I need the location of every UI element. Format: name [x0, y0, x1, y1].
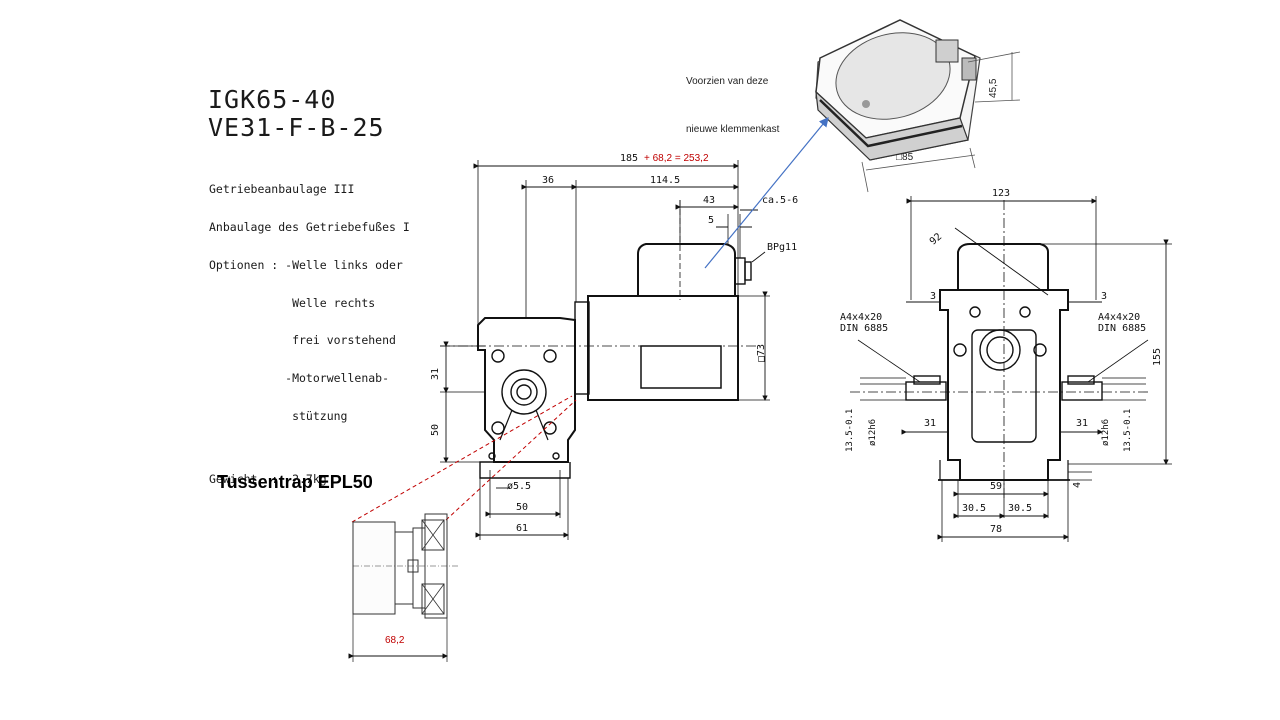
dim-31-right: 31 [1076, 418, 1089, 429]
side-view [440, 160, 770, 540]
spec-block: Getriebeanbaulage III Anbaulage des Getr… [209, 158, 410, 498]
dim-ca: ca.5-6 [762, 195, 799, 206]
dim-box-height: 45,5 [988, 78, 999, 98]
dim-114: 114.5 [650, 175, 681, 186]
note-text: Voorzien van deze nieuwe klemmenkast [686, 42, 779, 154]
dim-3-left: 3 [930, 291, 937, 302]
dim-shaft-right: ø12h6 [1101, 418, 1111, 446]
spec-line: stützung [209, 408, 348, 423]
dim-185: 185 [620, 153, 639, 164]
dim-added: + 68,2 = 253,2 [644, 153, 709, 164]
dim-61: 61 [516, 523, 529, 534]
dim-123: 123 [992, 188, 1011, 199]
dim-50-vertical: 50 [430, 423, 441, 436]
dim-box-width: □85 [896, 152, 914, 163]
key-left-2: DIN 6885 [840, 323, 889, 334]
dim-31: 31 [430, 367, 441, 380]
note-line-1: Voorzien van deze [686, 76, 769, 87]
dim-3-right: 3 [1101, 291, 1108, 302]
dim-5: 5 [708, 215, 715, 226]
dim-78: 78 [990, 524, 1003, 535]
dim-155: 155 [1152, 347, 1163, 366]
adapter-label: Tussentrap EPL50 [217, 472, 373, 492]
dim-59: 59 [990, 481, 1003, 492]
spec-line: -Motorwellenab- [209, 371, 390, 386]
dim-31-left: 31 [924, 418, 937, 429]
dim-30-5-right: 30.5 [1008, 503, 1033, 514]
terminal-box-render [815, 19, 1021, 193]
dim-4: 4 [1072, 481, 1083, 488]
dim-tol-left: 13.5-0.1 [845, 408, 855, 452]
adapter-drawing [348, 513, 460, 662]
dim-hole: ø5.5 [507, 481, 532, 492]
dim-73: □73 [756, 343, 767, 362]
dim-36: 36 [542, 175, 555, 186]
dim-bpg: BPg11 [767, 242, 798, 253]
spec-line: Gewicht : 2.7kg [209, 471, 327, 486]
model-line-2: VE31-F-B-25 [208, 113, 385, 142]
note-line-2: nieuwe klemmenkast [686, 124, 780, 135]
model-line-1: IGK65-40 [208, 85, 337, 114]
spec-line: Optionen : -Welle links oder [209, 257, 403, 272]
key-right-1: A4x4x20 [1098, 312, 1141, 323]
pointer-arrow [704, 117, 829, 269]
dim-tol-right: 13.5-0.1 [1123, 408, 1133, 452]
key-left-1: A4x4x20 [840, 312, 883, 323]
dim-adapter: 68,2 [385, 635, 405, 646]
spec-line: Anbaulage des Getriebefußes I [209, 219, 410, 234]
front-view [850, 196, 1172, 542]
spec-line: frei vorstehend [209, 333, 396, 348]
spec-line: Welle rechts [209, 295, 376, 310]
dim-50-horizontal: 50 [516, 502, 529, 513]
dim-30-5-left: 30.5 [962, 503, 987, 514]
spec-line: Getriebeanbaulage III [209, 182, 355, 197]
dim-shaft-left: ø12h6 [868, 418, 878, 446]
key-right-2: DIN 6885 [1098, 323, 1147, 334]
dim-43: 43 [703, 195, 716, 206]
